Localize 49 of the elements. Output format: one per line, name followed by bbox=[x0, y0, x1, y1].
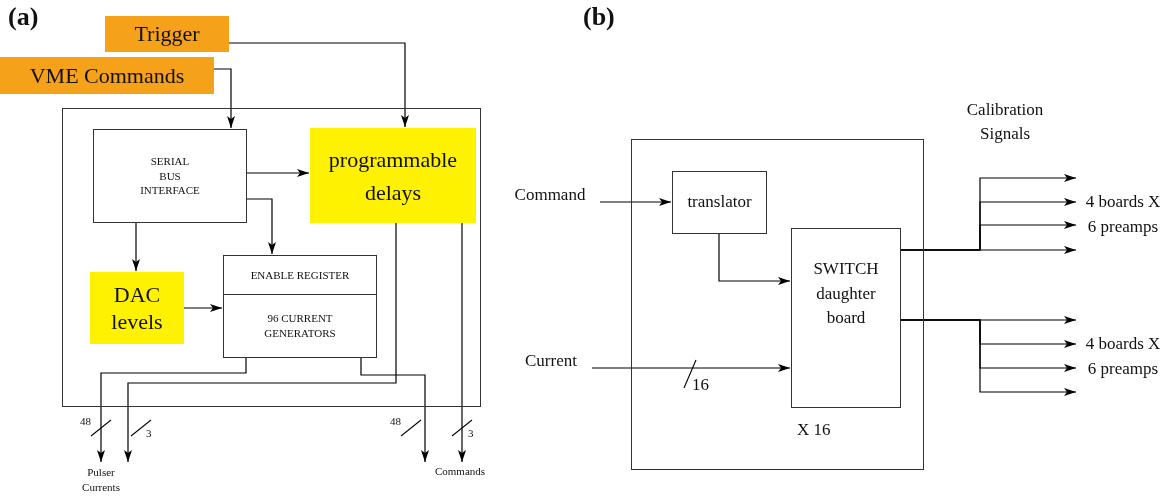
arrow bbox=[599, 198, 672, 206]
signal-box bbox=[105, 16, 229, 52]
panel-label: (b) bbox=[583, 3, 615, 32]
arrow bbox=[591, 364, 791, 372]
input-label: Current bbox=[510, 350, 592, 372]
arrow bbox=[718, 232, 791, 285]
arrow bbox=[245, 169, 310, 177]
arrow bbox=[97, 356, 247, 463]
arrow bbox=[132, 221, 140, 272]
interface-box bbox=[93, 129, 247, 223]
bus-width-label: 3 bbox=[468, 427, 474, 440]
box-label: programmable delays bbox=[327, 145, 459, 207]
box-label: X 16 bbox=[797, 419, 831, 441]
register-box bbox=[223, 255, 377, 295]
signal-box bbox=[0, 57, 214, 94]
translator-box bbox=[672, 171, 767, 234]
signal-group-label: Calibration Signals bbox=[965, 99, 1045, 145]
arrow bbox=[899, 319, 1077, 396]
box-label: SERIAL BUS INTERFACE bbox=[139, 153, 201, 199]
arrow bbox=[124, 221, 397, 463]
delay-box bbox=[310, 128, 476, 223]
box-label: 96 CURRENT GENERATORS bbox=[263, 311, 337, 341]
bus-width-label: 3 bbox=[146, 427, 152, 440]
arrow bbox=[899, 246, 1077, 254]
arrow bbox=[213, 68, 235, 129]
input-label: Command bbox=[500, 184, 600, 206]
bus-width-label: 48 bbox=[80, 415, 91, 428]
dac-box bbox=[90, 272, 184, 344]
output-label: 4 boards X 6 preamps bbox=[1076, 316, 1170, 396]
generator-box bbox=[223, 294, 377, 358]
output-label: Commands bbox=[425, 462, 495, 480]
box-label: Trigger bbox=[134, 20, 200, 49]
arrow bbox=[245, 198, 276, 255]
board-box bbox=[631, 139, 924, 470]
box-label: ENABLE REGISTER bbox=[250, 267, 350, 283]
panel-label: (a) bbox=[8, 3, 39, 32]
arrow bbox=[458, 221, 466, 463]
box-label: translator bbox=[687, 191, 752, 214]
bus-width-label: 48 bbox=[390, 415, 401, 428]
arrow bbox=[360, 356, 429, 463]
switch-box bbox=[791, 228, 901, 408]
arrow bbox=[228, 42, 409, 128]
box-label: VME Commands bbox=[29, 61, 185, 90]
box-label: SWITCH daughter board bbox=[812, 258, 880, 330]
box-label: DAC levels bbox=[110, 280, 164, 336]
bus-width-label: 16 bbox=[692, 376, 709, 395]
output-label: 4 boards X 6 preamps bbox=[1076, 174, 1170, 254]
module-box bbox=[62, 108, 481, 407]
output-label: Pulser Currents bbox=[74, 462, 128, 498]
